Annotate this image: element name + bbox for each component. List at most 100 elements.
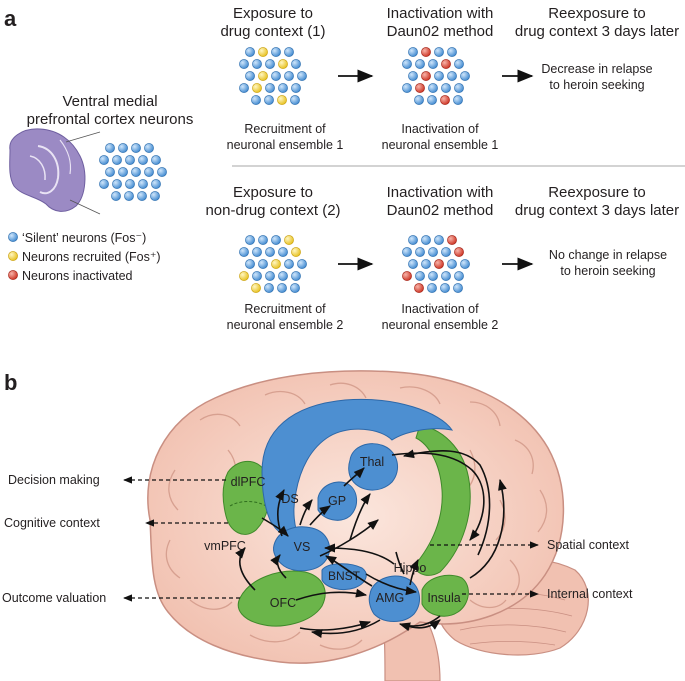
silent-neuron	[265, 247, 275, 257]
silent-neuron	[131, 167, 141, 177]
legend-inactivated-dot	[8, 270, 18, 280]
bnst-region	[321, 563, 367, 591]
silent-neuron	[271, 47, 281, 57]
silent-neuron	[258, 259, 268, 269]
silent-neuron	[264, 95, 274, 105]
context-decision-making: Decision making	[8, 473, 100, 487]
row-2: Exposure to non-drug context (2) Inactiv…	[205, 184, 679, 332]
row1-col1-head-2: drug context (1)	[220, 23, 325, 40]
row1-col2-head-2: Daun02 method	[387, 23, 494, 40]
row1-col2-head-1: Inactivation with	[387, 5, 494, 22]
row2-col2-head-2: Daun02 method	[387, 202, 494, 219]
silent-neuron	[447, 47, 457, 57]
silent-neuron	[427, 95, 437, 105]
silent-neuron	[415, 247, 425, 257]
row1-recruitment-cluster	[239, 47, 307, 105]
inactivated-neuron	[454, 247, 464, 257]
row2-col1-head-2: non-drug context (2)	[205, 202, 340, 219]
silent-neuron	[264, 283, 274, 293]
legend-silent-label: ‘Silent’ neurons (Fos⁻)	[22, 231, 146, 245]
row1-outcome-1: Decrease in relapse	[541, 62, 652, 76]
row2-caption-2a: Inactivation of	[401, 302, 479, 316]
legend-inactivated-label: Neurons inactivated	[22, 269, 133, 283]
hippocampus-region	[413, 424, 471, 576]
context-internal: Internal context	[547, 587, 633, 601]
insula-region	[421, 574, 469, 617]
row2-outcome-2: to heroin seeking	[560, 264, 655, 278]
recruited-neuron	[291, 247, 301, 257]
context-cognitive: Cognitive context	[4, 516, 100, 530]
silent-neuron	[278, 271, 288, 281]
row2-caption-2b: neuronal ensemble 2	[382, 318, 499, 332]
label-ds: DS	[281, 492, 298, 506]
silent-neuron	[271, 71, 281, 81]
silent-neuron	[258, 235, 268, 245]
silent-neuron	[239, 59, 249, 69]
row1-caption-1b: neuronal ensemble 1	[227, 138, 344, 152]
silent-neuron	[245, 71, 255, 81]
label-amg: AMG	[376, 591, 404, 605]
silent-neuron	[284, 259, 294, 269]
row1-caption-2b: neuronal ensemble 1	[382, 138, 499, 152]
silent-neuron	[112, 155, 122, 165]
recruited-neuron	[239, 271, 249, 281]
connections	[235, 449, 507, 638]
silent-neuron	[408, 71, 418, 81]
silent-neuron	[157, 167, 167, 177]
label-thal: Thal	[360, 455, 384, 469]
silent-neuron	[137, 191, 147, 201]
label-vmpfc: vmPFC	[204, 539, 246, 553]
recruited-neuron	[278, 59, 288, 69]
silent-neuron	[239, 83, 249, 93]
inactivated-neuron	[434, 259, 444, 269]
inactivated-neuron	[421, 71, 431, 81]
row2-col3-head-2: drug context 3 days later	[515, 202, 679, 219]
silent-neuron	[290, 283, 300, 293]
silent-neuron	[265, 83, 275, 93]
legend: ‘Silent’ neurons (Fos⁻) Neurons recruite…	[8, 231, 161, 283]
brain-slice-icon	[9, 128, 86, 212]
silent-neuron	[239, 247, 249, 257]
silent-neuron	[460, 259, 470, 269]
row2-outcome-1: No change in relapse	[549, 248, 667, 262]
silent-neuron	[428, 59, 438, 69]
legend-recruited-label: Neurons recruited (Fos⁺)	[22, 250, 161, 264]
silent-neuron	[427, 283, 437, 293]
silent-neuron	[297, 71, 307, 81]
silent-neuron	[454, 83, 464, 93]
silent-neuron	[251, 95, 261, 105]
brain-illustration: dlPFC vmPFC DS GP Thal VS BNST OFC AMG H…	[123, 370, 589, 681]
silent-neuron	[402, 247, 412, 257]
label-dlpfc: dlPFC	[231, 475, 266, 489]
recruited-neuron	[277, 95, 287, 105]
silent-neuron	[144, 167, 154, 177]
silent-neuron	[460, 71, 470, 81]
silent-neuron	[99, 155, 109, 165]
silent-neuron	[105, 167, 115, 177]
inactivated-neuron	[421, 47, 431, 57]
vmpfc-title-line2: prefrontal cortex neurons	[27, 111, 194, 128]
silent-neuron	[291, 271, 301, 281]
ofc-region	[237, 570, 326, 627]
silent-neuron	[453, 283, 463, 293]
silent-neuron	[290, 95, 300, 105]
silent-neuron	[151, 155, 161, 165]
silent-neuron	[434, 235, 444, 245]
legend-silent-dot	[8, 232, 18, 242]
silent-neuron	[125, 179, 135, 189]
inactivated-neuron	[447, 235, 457, 245]
silent-neuron	[428, 83, 438, 93]
row2-inactivation-cluster	[402, 235, 470, 293]
silent-neuron	[428, 271, 438, 281]
label-ofc: OFC	[270, 596, 296, 610]
inactivated-neuron	[440, 95, 450, 105]
silent-neuron	[284, 47, 294, 57]
silent-neuron	[125, 155, 135, 165]
silent-neuron	[271, 235, 281, 245]
row1-col1-head-1: Exposure to	[233, 5, 313, 22]
label-gp: GP	[328, 494, 346, 508]
silent-neuron	[151, 179, 161, 189]
inactivated-neuron	[415, 83, 425, 93]
gyri	[165, 382, 548, 650]
silent-neuron	[297, 259, 307, 269]
